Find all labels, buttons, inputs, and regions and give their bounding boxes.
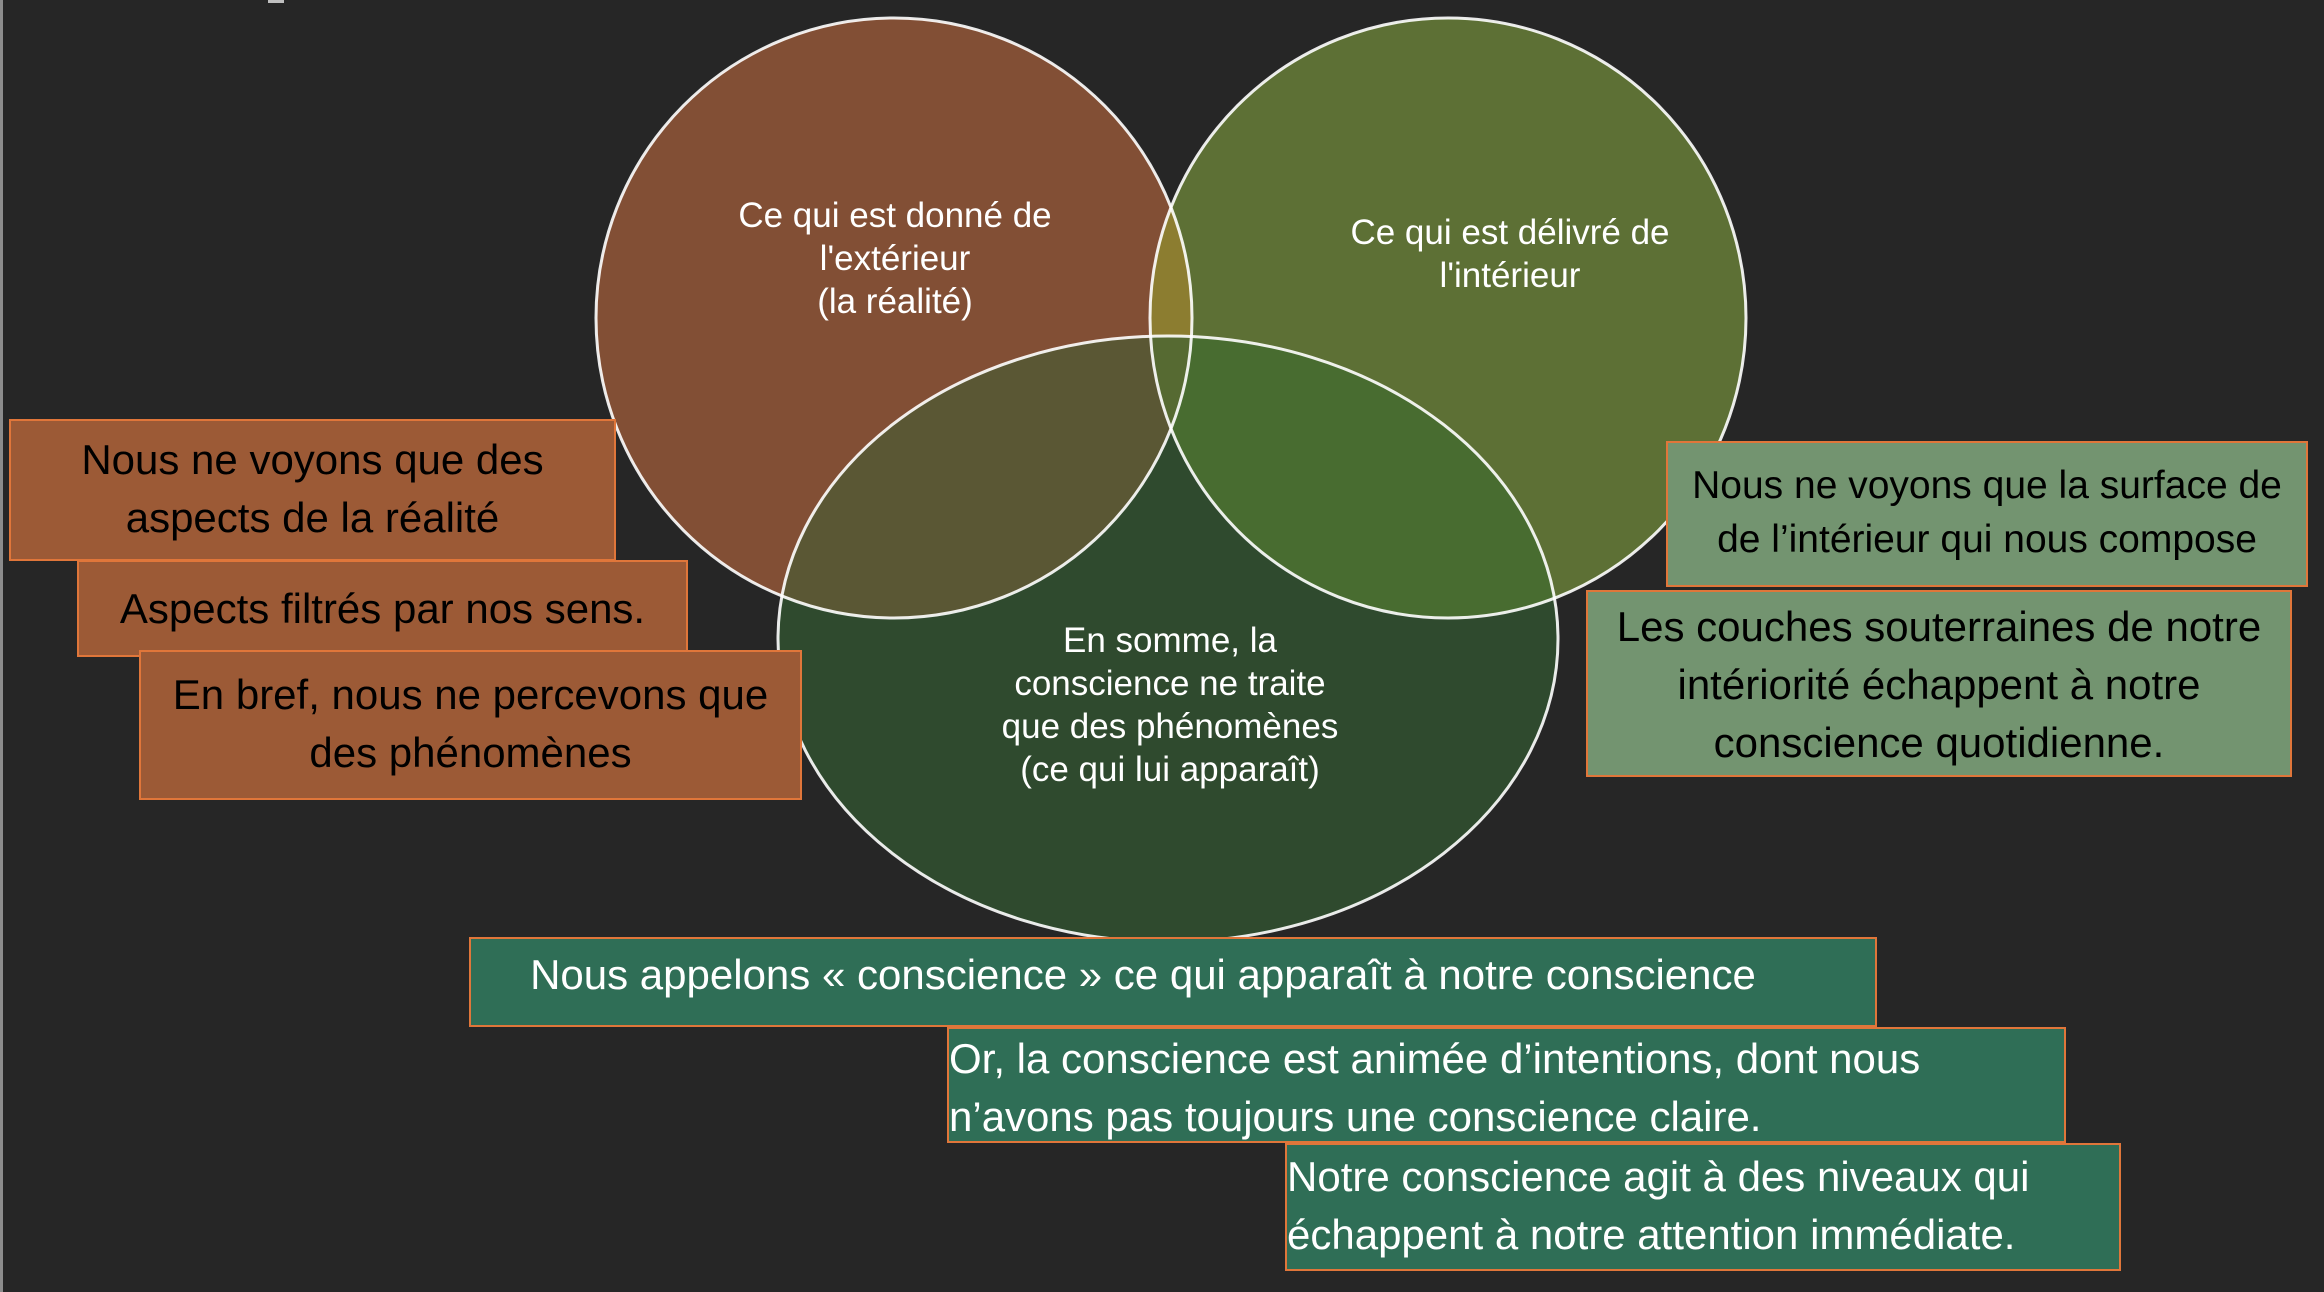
note-intentions: Or, la conscience est animée d’intention… bbox=[947, 1027, 2066, 1143]
venn-overlap-left-bottom bbox=[778, 336, 1192, 618]
note-underground-layers: Les couches souterraines de notre intéri… bbox=[1586, 590, 2292, 777]
venn-outline-exterior bbox=[594, 16, 1194, 620]
slide-left-edge bbox=[0, 0, 3, 1292]
label-phenomena: En somme, la conscience ne traite que de… bbox=[1001, 621, 1339, 789]
note-filtered-senses: Aspects filtrés par nos sens. bbox=[77, 560, 688, 657]
note-interior-surface: Nous ne voyons que la surface de de l’in… bbox=[1666, 441, 2308, 587]
note-conscience-definition: Nous appelons « conscience » ce qui appa… bbox=[469, 937, 1877, 1027]
venn-outline-interior bbox=[1148, 16, 1748, 620]
slide-top-mark bbox=[268, 0, 284, 3]
label-interior: Ce qui est délivré de l'intérieur bbox=[1350, 213, 1670, 295]
label-exterior: Ce qui est donné de l'extérieur (la réal… bbox=[738, 196, 1052, 321]
note-phenomena-only: En bref, nous ne percevons que des phéno… bbox=[139, 650, 802, 800]
note-hidden-levels: Notre conscience agit à des niveaux qui … bbox=[1285, 1143, 2121, 1271]
note-aspects-reality: Nous ne voyons que des aspects de la réa… bbox=[9, 419, 616, 561]
venn-overlap-right-bottom bbox=[1150, 336, 1558, 618]
